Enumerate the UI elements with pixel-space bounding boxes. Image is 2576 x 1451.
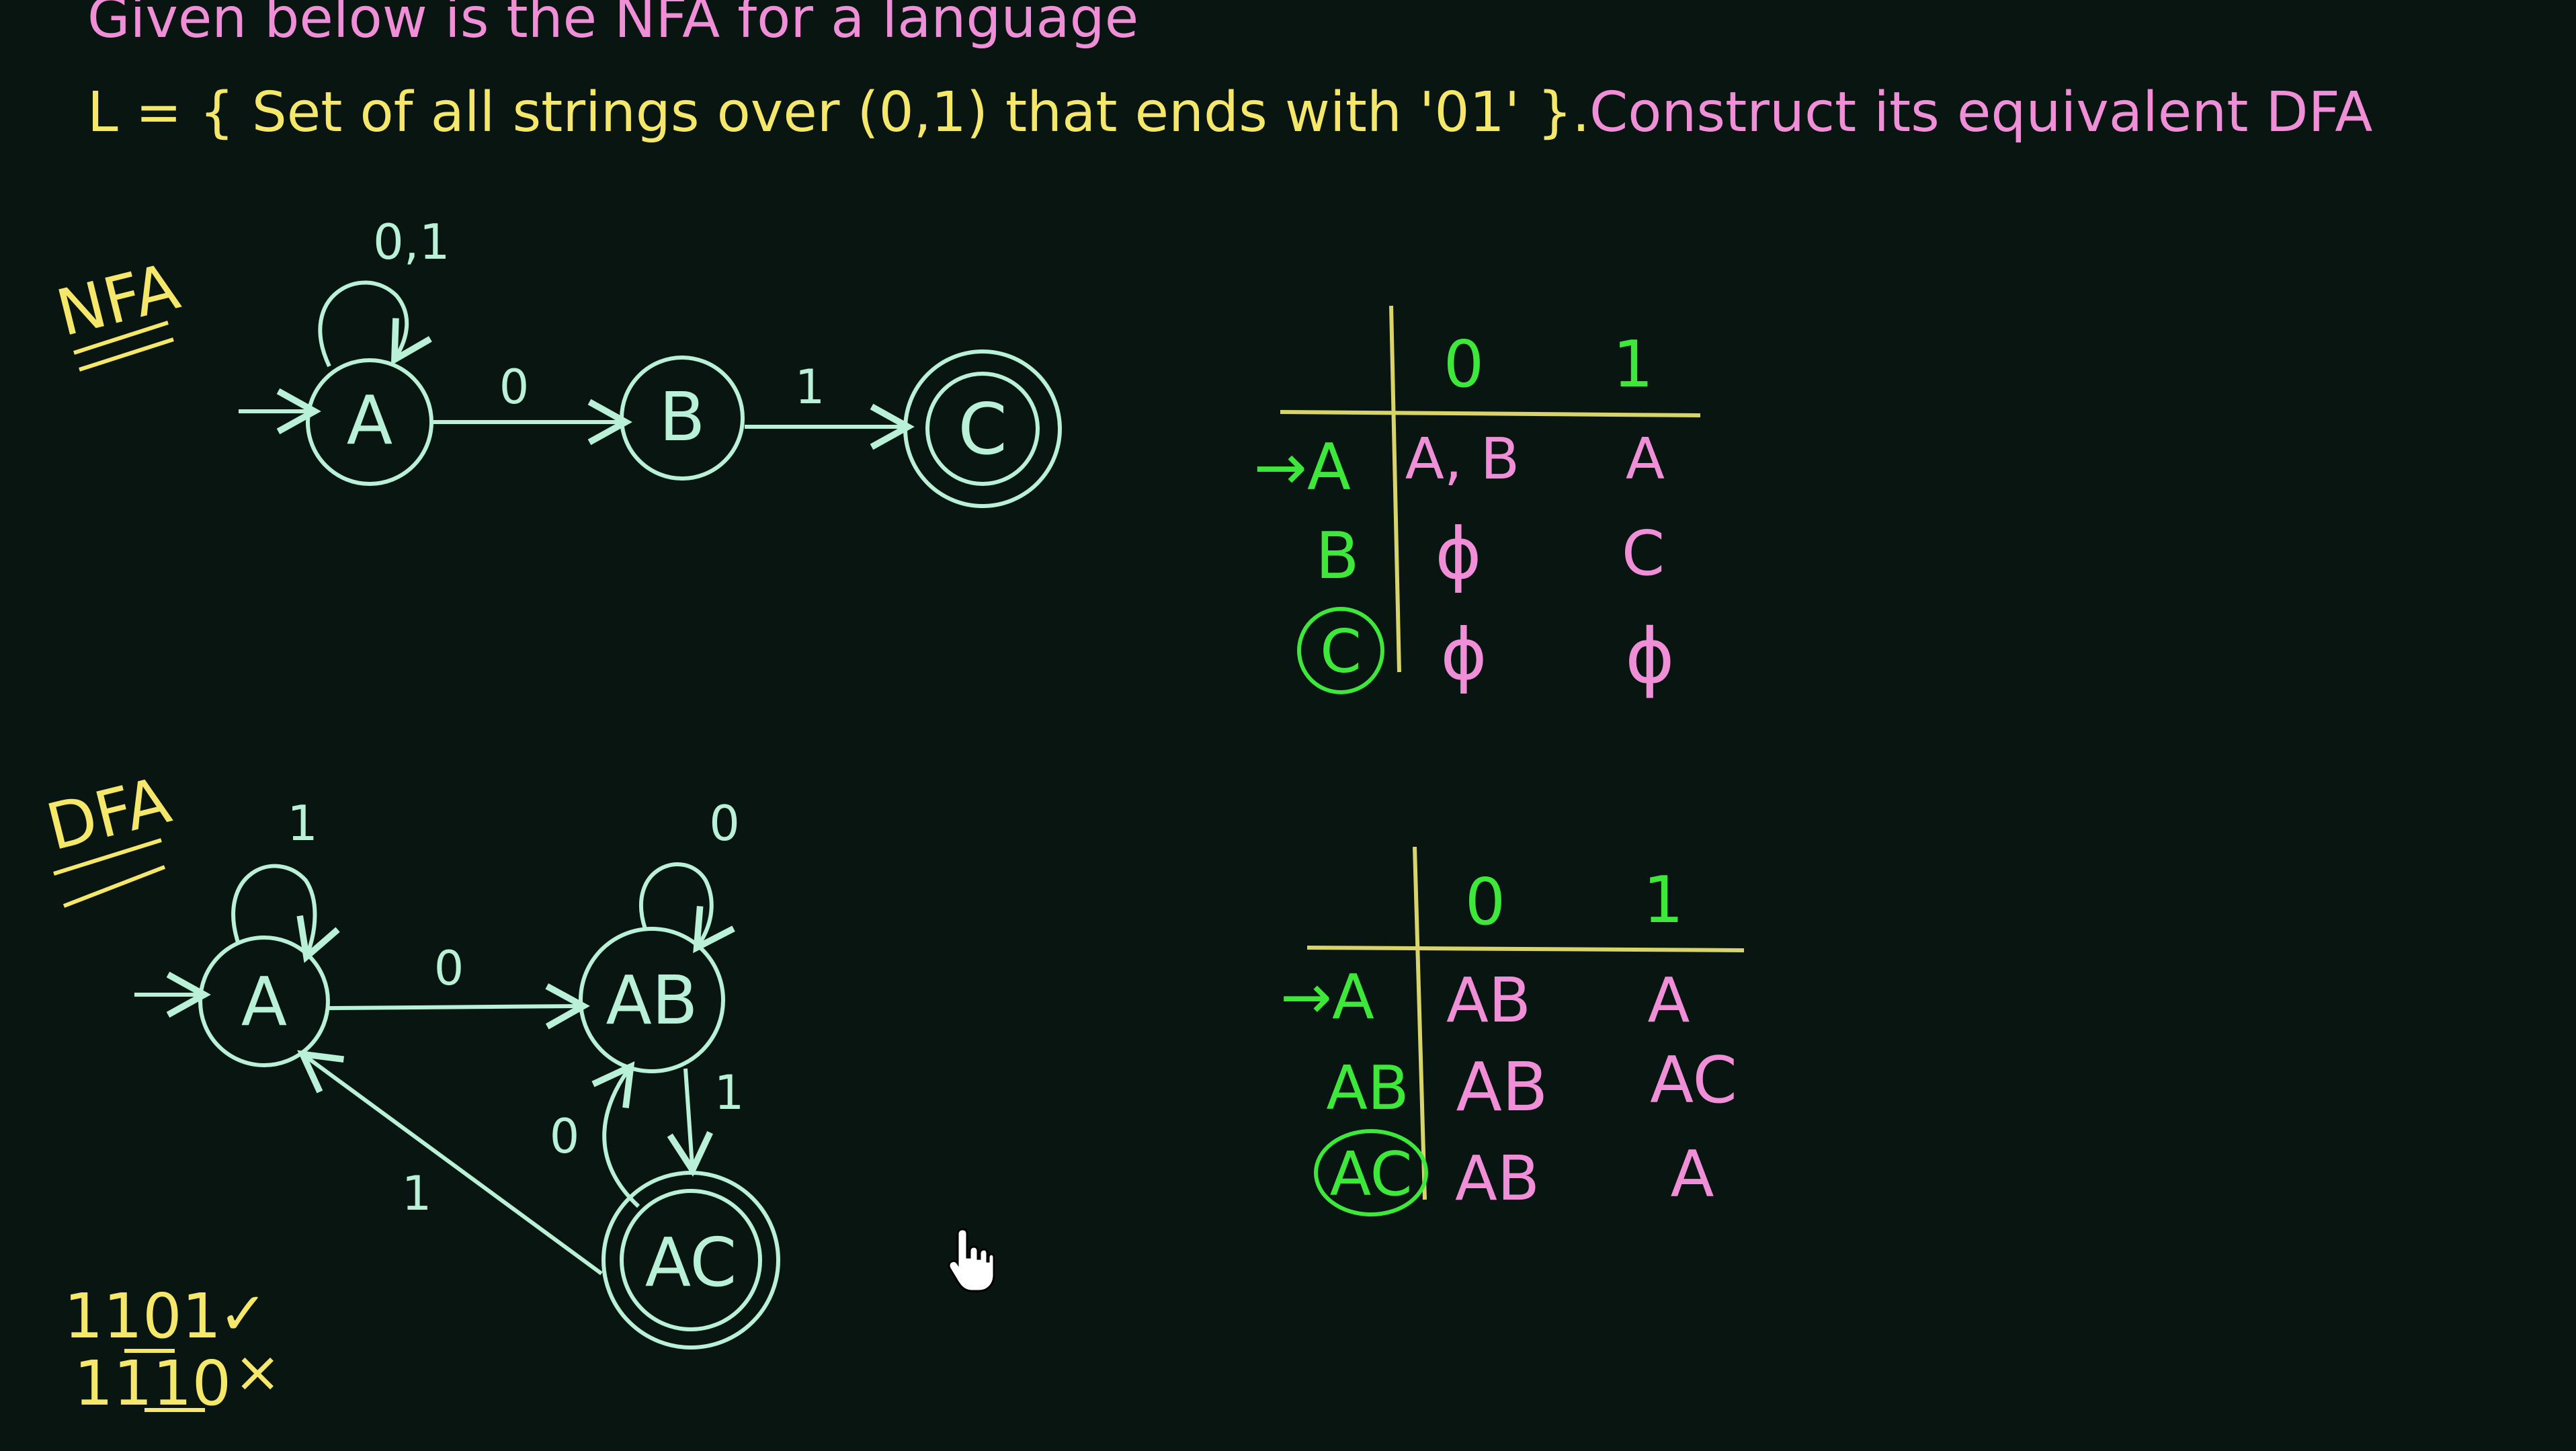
nfa-state-a [306, 358, 433, 486]
dfa-edge-a-ab-label: 0 [434, 941, 464, 996]
nfa-label: NFA [50, 250, 186, 351]
dfa-table-header-1: 1 [1643, 864, 1684, 938]
dfa-label: DFA [40, 763, 177, 865]
nfa-state-c-outer [903, 349, 1062, 508]
nfa-state-b [620, 356, 745, 481]
nfa-state-b-label: B [659, 378, 706, 456]
dfa-table-row-0-state: →A [1280, 961, 1374, 1033]
dfa-edge-ac-ab-label: 0 [550, 1109, 580, 1164]
dfa-table-final-marker [1314, 1129, 1428, 1216]
dfa-table-row-2-c1: A [1671, 1138, 1714, 1212]
nfa-table-row-2-state: C [1320, 617, 1361, 686]
dfa-loop-a [231, 864, 340, 963]
dfa-table-header-0: 0 [1465, 866, 1505, 940]
dfa-diagram: DFA A 1 0 AB 0 1 0 AC 1 [40, 763, 780, 1350]
nfa-table-row-1-state: B [1315, 520, 1359, 593]
nfa-state-c-label: C [958, 388, 1007, 470]
header-line1: Given below is the NFA for a language [87, 0, 1138, 50]
nfa-table-row-0-state: →A [1253, 431, 1351, 505]
nfa-table-final-marker [1297, 607, 1384, 694]
dfa-state-a [198, 936, 330, 1067]
dfa-table-row-2-state: AC [1330, 1139, 1413, 1210]
dfa-transition-table: 0 1 →A AB A AB AB AC AC AB A [1280, 846, 1745, 1216]
dfa-table-row-1-state: AB [1326, 1053, 1409, 1124]
example-mark-1: ✓ [218, 1279, 268, 1348]
header-line2-pink: Construct its equivalent DFA [1589, 81, 2372, 144]
nfa-table-vertical-line [1389, 305, 1401, 673]
dfa-edge-ab-ac [667, 1068, 713, 1177]
dfa-table-row-0-c0: AB [1446, 964, 1531, 1036]
dfa-state-ac-label: AC [645, 1223, 737, 1302]
dfa-state-ac-inner [620, 1189, 762, 1331]
nfa-table-row-2-c1: ϕ [1625, 613, 1675, 700]
dfa-state-ab [579, 927, 725, 1073]
hand-pointer-icon [948, 1228, 995, 1292]
nfa-table-row-1-c1: C [1622, 517, 1665, 589]
nfa-label-underline-2 [79, 337, 174, 372]
dfa-label-underline-1 [53, 838, 162, 876]
nfa-table-header-0: 0 [1444, 328, 1484, 402]
dfa-table-vertical-line [1413, 846, 1427, 1200]
nfa-table-header-1: 1 [1613, 328, 1653, 402]
nfa-self-loop-label: 0,1 [373, 214, 450, 270]
example-string-1: 1101 [64, 1280, 221, 1352]
nfa-table-row-1-c0: ϕ [1435, 513, 1481, 595]
nfa-table-row-0-c1: A [1626, 426, 1665, 493]
dfa-edge-ac-ab [591, 1061, 640, 1208]
nfa-state-c-inner [925, 372, 1040, 486]
example-string-2: 1110 [74, 1348, 231, 1419]
dfa-edge-ac-a-label: 1 [402, 1166, 432, 1221]
dfa-edge-ab-ac-label: 1 [714, 1065, 745, 1120]
nfa-state-a-label: A [347, 381, 392, 460]
dfa-loop-ab [639, 862, 735, 954]
nfa-diagram: NFA A 0,1 0 B 1 C [50, 214, 1062, 508]
nfa-table-row-0-c0: A, B [1405, 426, 1520, 493]
dfa-loop-ab-label: 0 [709, 795, 740, 852]
dfa-table-horizontal-line [1306, 946, 1745, 952]
dfa-edge-a-ab [329, 983, 590, 1030]
dfa-state-a-label: A [241, 962, 287, 1041]
dfa-table-row-2-c0: AB [1455, 1143, 1540, 1214]
example-strings: 1101 ✓ 1110 × [64, 1279, 281, 1419]
dfa-table-row-0-c1: A [1648, 964, 1690, 1036]
nfa-table-horizontal-line [1280, 410, 1701, 417]
dfa-table-row-1-c1: AC [1650, 1044, 1737, 1118]
dfa-loop-a-label: 1 [287, 795, 318, 852]
nfa-self-loop-a [318, 280, 432, 368]
dfa-edge-ac-a [297, 1050, 603, 1276]
dfa-label-underline-2 [63, 865, 166, 908]
nfa-edge-b-c-label: 1 [795, 360, 825, 415]
header-line2-yellow: L = { Set of all strings over (0,1) that… [87, 81, 1590, 144]
dfa-state-ab-label: AB [606, 961, 698, 1040]
nfa-transition-table: 0 1 →A A, B A B ϕ C C ϕ ϕ [1253, 305, 1701, 700]
nfa-table-row-2-c0: ϕ [1440, 614, 1487, 696]
nfa-label-underline-1 [73, 321, 169, 355]
nfa-edge-a-b-label: 0 [499, 360, 530, 415]
dfa-state-ac-outer [601, 1171, 780, 1350]
dfa-table-row-1-c0: AB [1456, 1048, 1548, 1126]
example-mark-2: × [234, 1339, 281, 1405]
